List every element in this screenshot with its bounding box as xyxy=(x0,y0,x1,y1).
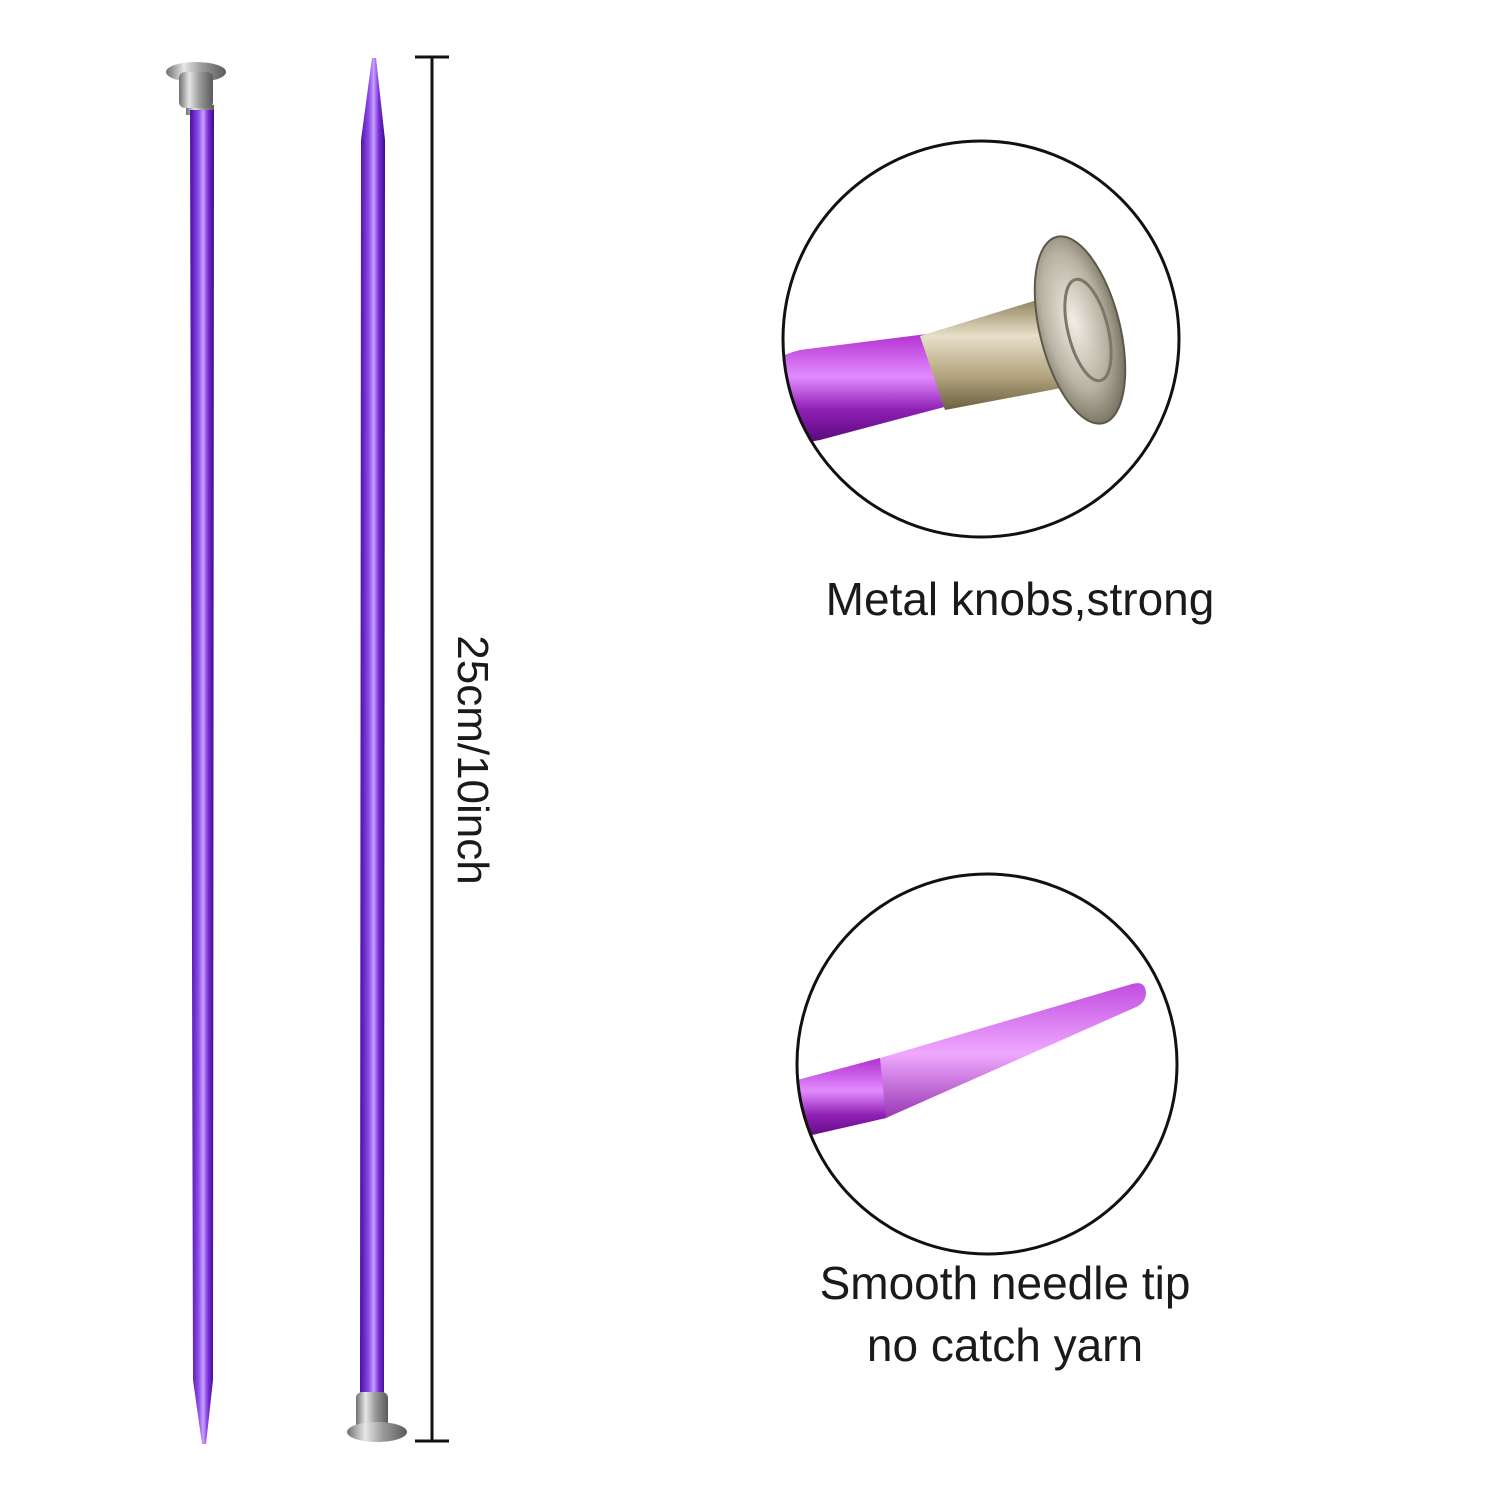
knob-callout-cap xyxy=(1033,235,1127,425)
left-needle-shaft xyxy=(190,110,214,1444)
right-needle-shaft xyxy=(360,58,385,1395)
left-needle-knob xyxy=(179,72,213,108)
right-needle-knob-cap xyxy=(347,1422,407,1442)
tip-caption-line-1: Smooth needle tip xyxy=(819,1257,1191,1309)
knob-callout-needle xyxy=(783,333,948,443)
tip-callout xyxy=(795,872,1179,1256)
right-needle-knob xyxy=(356,1392,388,1432)
knob-callout-sleeve xyxy=(920,296,1072,410)
right-needle xyxy=(347,58,407,1442)
tip-caption: Smooth needle tip no catch yarn xyxy=(755,1252,1255,1376)
dimension-label-text: 25cm/10inch xyxy=(448,635,497,885)
knob-callout xyxy=(781,139,1181,539)
tip-caption-line-2: no catch yarn xyxy=(866,1319,1144,1371)
knob-caption: Metal knobs,strong xyxy=(770,568,1270,630)
left-needle xyxy=(166,62,226,1444)
dimension-marker xyxy=(415,55,449,1443)
knob-caption-line: Metal knobs,strong xyxy=(825,573,1215,625)
